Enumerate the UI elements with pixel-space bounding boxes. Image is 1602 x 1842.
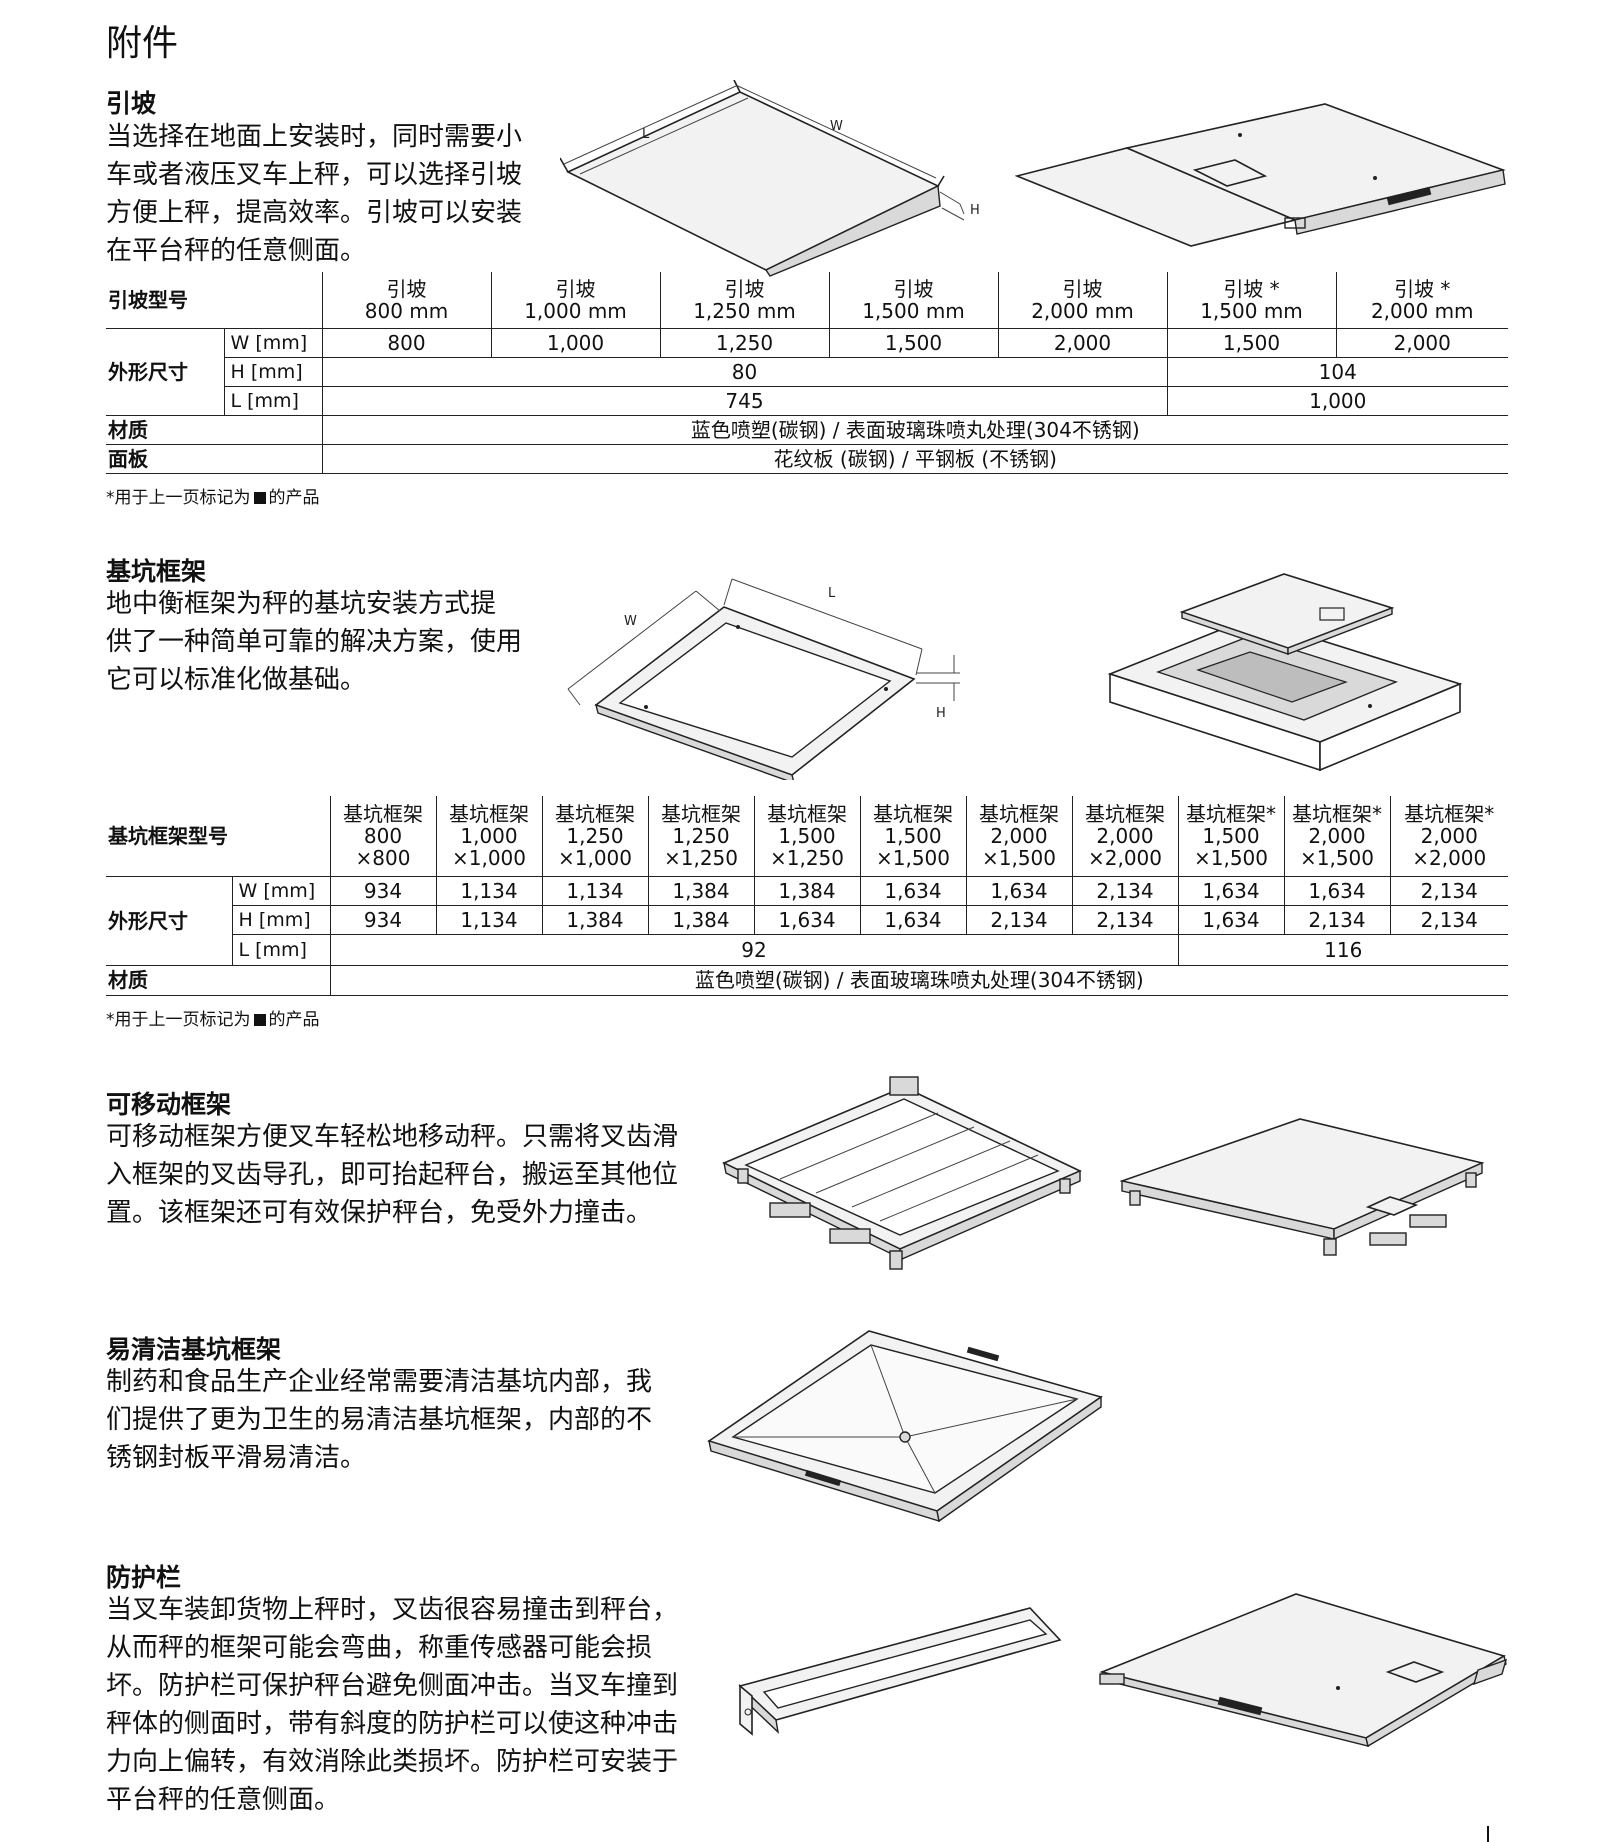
ramp-dims-label: 外形尺寸 bbox=[106, 328, 224, 416]
ramp-material-row: 材质 蓝色喷塑(碳钢) / 表面玻璃珠喷丸处理(304不锈钢) bbox=[106, 415, 1508, 445]
page-title: 附件 bbox=[106, 23, 179, 64]
guard-rail-description: 当叉车装卸货物上秤时，叉齿很容易撞击到秤台， 从而秤的框架可能会弯曲，称重传感器… bbox=[106, 1595, 679, 1815]
easy-clean-frame-drawing bbox=[707, 1330, 1103, 1523]
ramp-dimension-drawing: L W H bbox=[560, 80, 980, 277]
pit-frame-h-label: H bbox=[936, 706, 946, 721]
pit-frame-footnote: *用于上一页标记为的产品 bbox=[106, 1010, 320, 1030]
mobile-frame-title: 可移动框架 bbox=[106, 1090, 232, 1119]
guard-rail-title: 防护栏 bbox=[106, 1563, 182, 1592]
ramp-title: 引坡 bbox=[106, 89, 157, 118]
pit-frame-dims-label: 外形尺寸 bbox=[106, 876, 232, 966]
mobile-frame-description: 可移动框架方便叉车轻松地移动秤。只需将叉齿滑 入框架的叉齿导孔，即可抬起秤台，搬… bbox=[106, 1122, 679, 1228]
ramp-h-row: H [mm] 80 104 bbox=[106, 357, 1508, 387]
ramp-panel-row: 面板 花纹板 (碳钢) / 平钢板 (不锈钢) bbox=[106, 444, 1508, 474]
page-edge-marker bbox=[1487, 1826, 1489, 1842]
pit-frame-description: 地中衡框架为秤的基坑安装方式提 供了一种简单可靠的解决方案，使用 它可以标准化做… bbox=[106, 589, 523, 695]
pit-frame-l-row: L [mm] 92 116 bbox=[106, 934, 1508, 966]
guard-rail-drawing bbox=[738, 1607, 1062, 1736]
pit-frame-model-label: 基坑框架型号 bbox=[106, 796, 330, 877]
easy-clean-description: 制药和食品生产企业经常需要清洁基坑内部，我 们提供了更为卫生的易清洁基坑框架，内… bbox=[106, 1367, 653, 1473]
ramp-l-label: L bbox=[642, 127, 650, 142]
ramp-model-1500-star: 引坡 *1,500 mm bbox=[1166, 272, 1336, 329]
ramp-model-label: 引坡型号 bbox=[106, 272, 322, 329]
pit-frame-w-label: W bbox=[624, 614, 637, 629]
ramp-w-label: W bbox=[830, 119, 843, 134]
guard-rail-platform-drawing bbox=[1099, 1593, 1508, 1748]
pit-frame-material-row: 材质 蓝色喷塑(碳钢) / 表面玻璃珠喷丸处理(304不锈钢) bbox=[106, 965, 1508, 996]
pit-frame-title: 基坑框架 bbox=[106, 557, 207, 586]
ramp-h-label: H bbox=[970, 203, 980, 218]
square-marker-icon bbox=[253, 1014, 266, 1026]
easy-clean-title: 易清洁基坑框架 bbox=[106, 1335, 282, 1364]
pit-frame-dimension-drawing: W L H bbox=[567, 578, 960, 780]
square-marker-icon bbox=[253, 492, 266, 504]
mobile-frame-open-drawing bbox=[722, 1076, 1082, 1270]
pit-frame-w-row: 外形尺寸 W [mm] 934 1,134 1,134 1,384 1,384 … bbox=[106, 876, 1508, 966]
ramp-footnote: *用于上一页标记为的产品 bbox=[106, 488, 320, 508]
ramp-description: 当选择在地面上安装时，同时需要小 车或者液压叉车上秤，可以选择引坡 方便上秤，提… bbox=[106, 122, 523, 266]
mobile-frame-loaded-drawing bbox=[1120, 1118, 1485, 1256]
ramp-model-2000-star: 引坡 *2,000 mm bbox=[1335, 272, 1508, 329]
pit-frame-h-row: H [mm] 934 1,134 1,384 1,384 1,634 1,634… bbox=[106, 905, 1508, 935]
pit-frame-installation-drawing bbox=[1108, 573, 1463, 772]
ramp-l-row: L [mm] 745 1,000 bbox=[106, 386, 1508, 416]
ramp-w-row: 外形尺寸 W [mm] 800 1,000 1,250 1,500 2,000 … bbox=[106, 328, 1508, 416]
pit-frame-l-label: L bbox=[828, 586, 836, 601]
ramp-platform-drawing bbox=[1015, 103, 1506, 247]
